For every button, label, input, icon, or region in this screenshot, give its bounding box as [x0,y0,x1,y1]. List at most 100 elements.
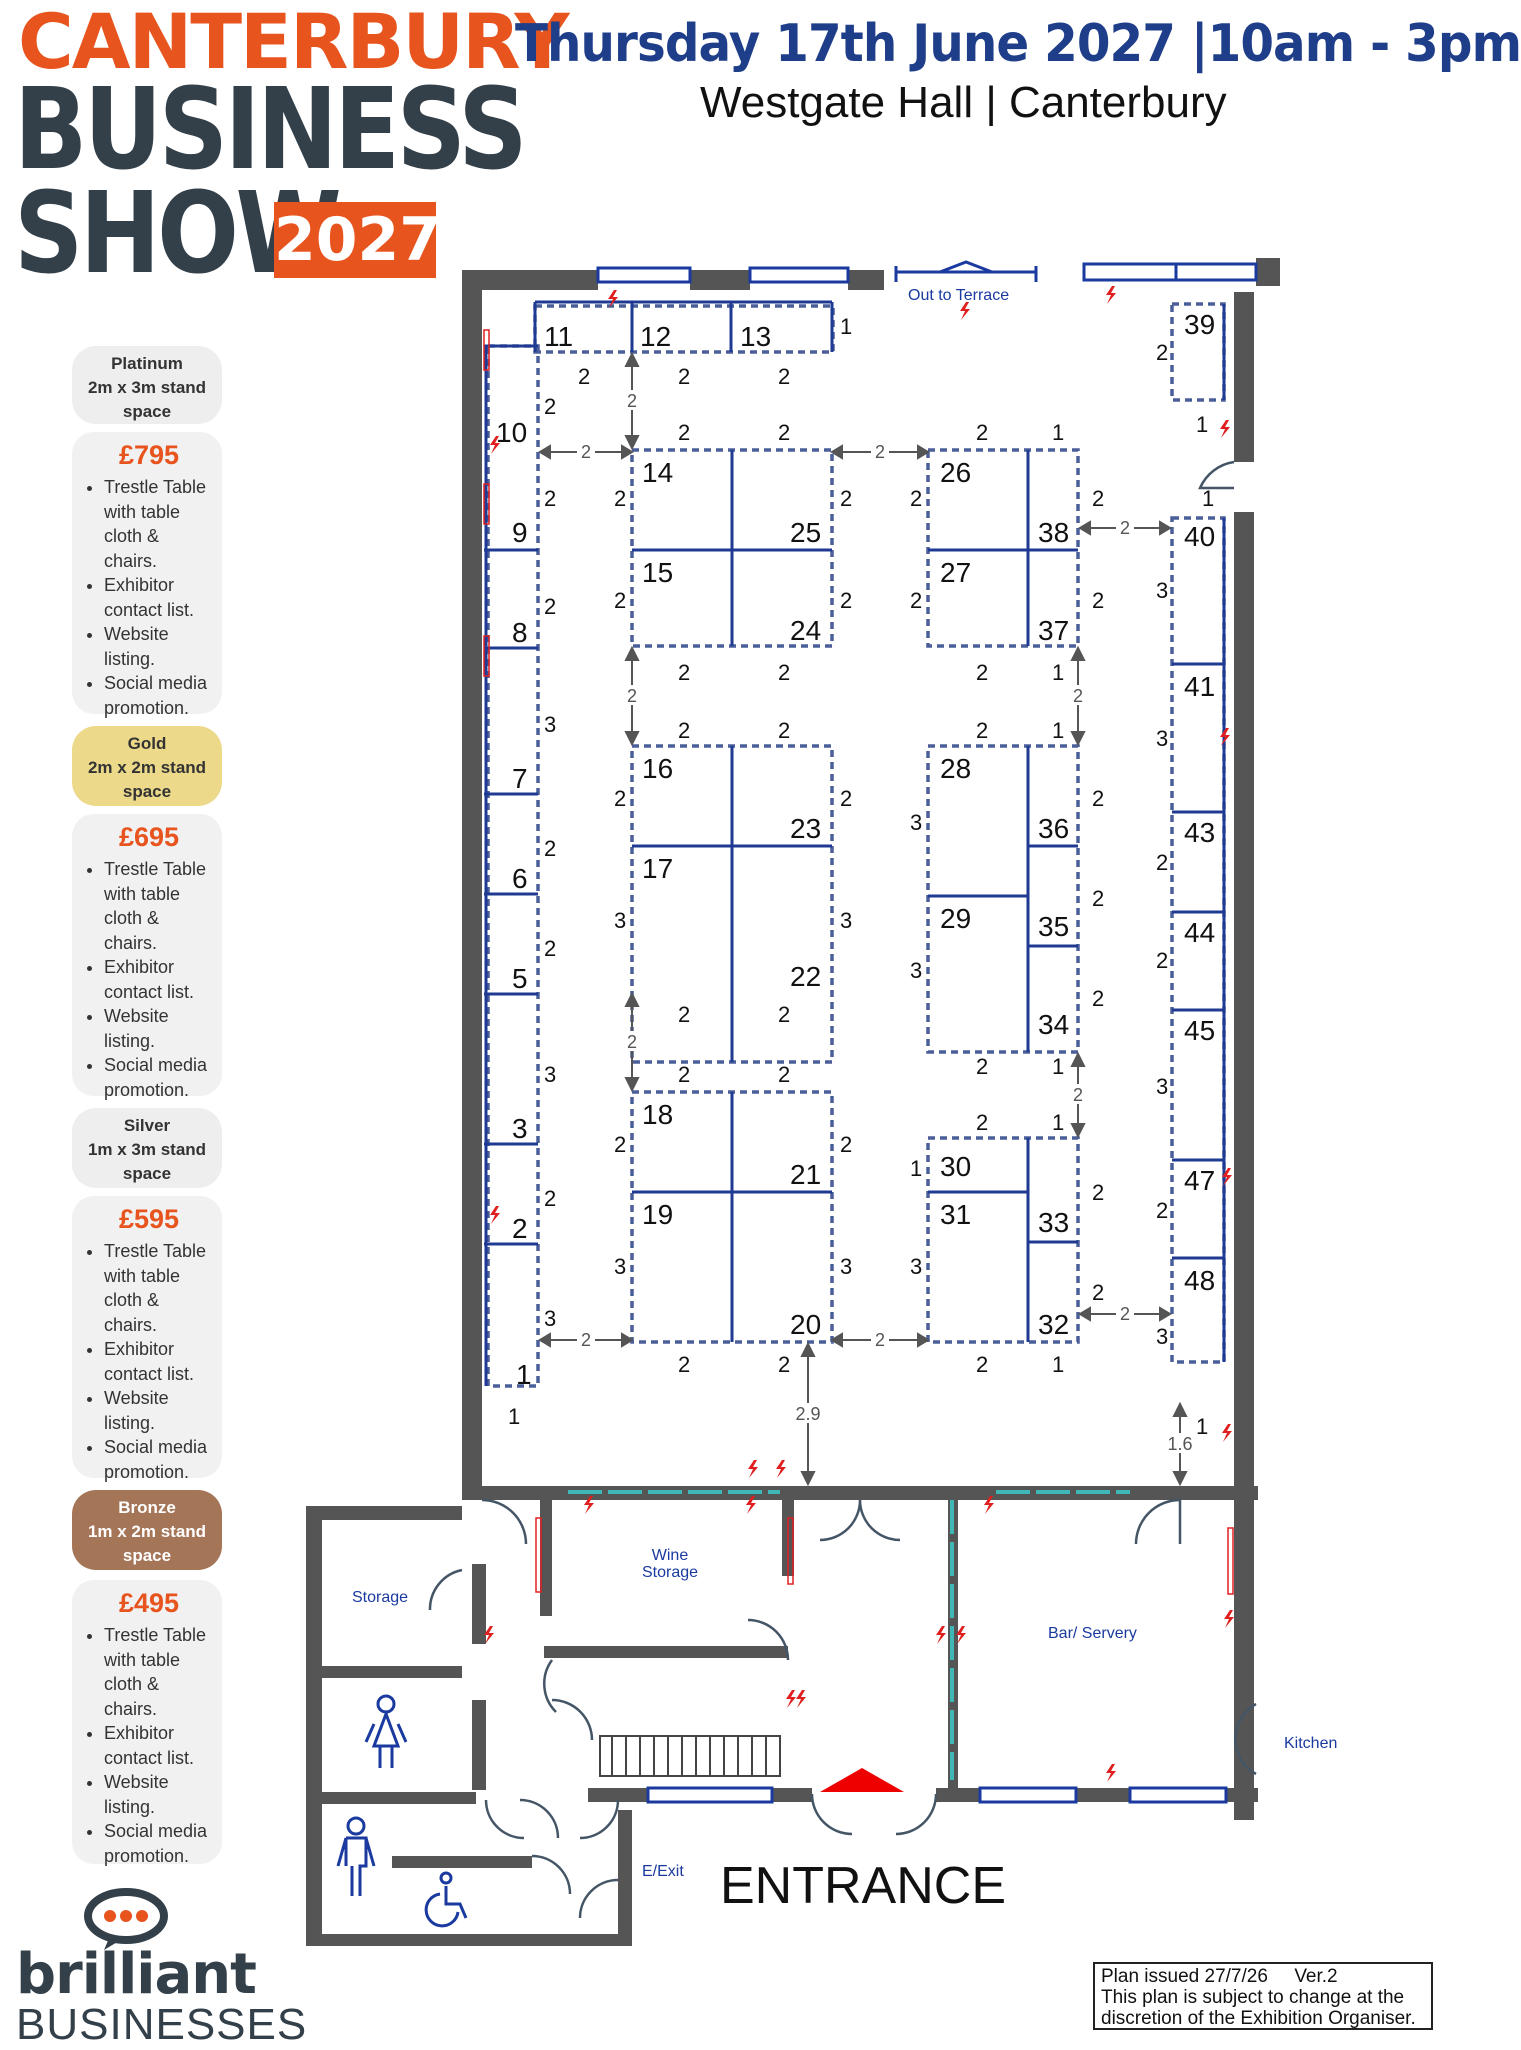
dimension-label: 2 [778,660,790,685]
dimension-label: 2 [778,1352,790,1377]
aisle-arrow-head [538,444,551,460]
package-name: Silver [123,1116,171,1135]
stand-number: 31 [940,1199,971,1230]
power-point-icon [746,1496,756,1514]
dimension-label: 1 [910,1156,922,1181]
package-gold-label: Gold 2m x 2m stand space [72,726,222,806]
dimension-label: 2 [614,486,626,511]
wall [472,1564,486,1644]
stand-number: 12 [640,321,671,352]
power-point-icon [796,1690,806,1708]
package-bronze-label: Bronze 1m x 2m stand space [72,1490,222,1570]
stand-dividers [484,300,1226,1386]
dimension-label: 2 [678,1062,690,1087]
dimension-label: 3 [544,1306,556,1331]
aisle-arrow-head [1078,520,1091,536]
wall [462,270,598,290]
aisle-label-bg [1164,1433,1196,1453]
dimension-label: 2 [678,1352,690,1377]
door-swing [1134,1498,1182,1545]
stand-number: 19 [642,1199,673,1230]
wall [462,270,482,1500]
dimension-label: 2 [1156,1198,1168,1223]
aisle-arrow-head [800,1341,816,1357]
aisle-arrow-head [621,1332,634,1348]
power-point-icon [490,436,500,454]
stand-outlines [486,302,1226,1388]
feature-item: Website listing. [104,1386,216,1435]
dimension-label: 1 [1052,1054,1064,1079]
power-point-icon [748,1460,758,1478]
dimension-label: 1 [1202,486,1214,511]
power-point-icon [936,1626,946,1644]
plan-note-line3: discretion of the Exhibition Organiser. [1101,2008,1416,2029]
aisle-arrow-head [538,1332,551,1348]
stand-number: 22 [790,961,821,992]
window [1174,262,1258,282]
brand-businesses: BUSINESSES [16,2000,308,2049]
aisle-label-bg [871,1329,889,1349]
socket-marker [483,635,490,677]
plan-note-issue: Plan issued 27/7/26 Ver.2 [1101,1966,1425,1987]
power-point-icon [984,1496,994,1514]
power-point-icon [584,1496,594,1514]
dimension-label: 2 [976,1352,988,1377]
socket-marker [483,483,490,525]
door-swing [810,1793,938,1836]
dimension-label: 2 [544,836,556,861]
logo-canterbury: CANTERBURY [18,0,570,86]
wall [306,1666,462,1678]
feature-item: Social media promotion. [104,1053,216,1102]
dimension-label: 3 [910,810,922,835]
power-point-icon [1106,286,1116,304]
package-size: 2m x 3m stand space [87,378,207,421]
aisle-arrow-head [1159,520,1172,536]
wall [392,1856,532,1868]
dimension-label: 1 [1196,412,1208,437]
power-point-icon [1224,1610,1234,1628]
dimension-label: 2 [778,1002,790,1027]
male-toilet-icon [336,1816,376,1896]
aisle-label-bg [577,441,595,461]
stand-number: 3 [512,1113,528,1144]
stand-number: 6 [512,863,528,894]
wall [306,1506,462,1520]
stand-number: 2 [512,1213,528,1244]
stand-number: 38 [1038,517,1069,548]
dimension-label: 2 [678,364,690,389]
stand-outline [926,448,1080,648]
wall [462,1486,1258,1500]
aisle-label-bg [616,1031,648,1051]
dimension-label: 2 [544,936,556,961]
dimension-label: 3 [840,908,852,933]
aisle-arrow-head [1078,1306,1091,1322]
power-point-icon [1222,1168,1232,1186]
feature-item: Exhibitor contact list. [104,1337,216,1386]
aisle-label-bg [577,1329,595,1349]
dimension-label: 2 [1156,340,1168,365]
power-point-icon [1222,1424,1232,1442]
aisle-label: 2 [1120,518,1130,538]
package-size: 1m x 3m stand space [87,1140,207,1183]
walls [306,258,1280,1946]
stand-number: 11 [544,321,573,352]
dimension-label: 1 [1052,420,1064,445]
feature-item: Social media promotion. [104,1819,216,1868]
dimension-label: 2 [778,718,790,743]
feature-item: Trestle Table with table cloth & chairs. [104,857,216,955]
dimension-label: 3 [614,1254,626,1279]
dimension-label: 2 [778,1062,790,1087]
wall [1256,258,1280,286]
terrace-door [894,260,1038,282]
aisle-label-bg [1116,1303,1134,1323]
dimension-label: 2 [1092,786,1104,811]
dimension-label: 2 [544,486,556,511]
glazing [568,1490,1130,1780]
package-silver-card: £595 Trestle Table with table cloth & ch… [72,1196,222,1482]
entrance-label: ENTRANCE [720,1857,1007,1915]
package-name: Platinum [111,354,183,373]
dimension-label: 2 [614,786,626,811]
